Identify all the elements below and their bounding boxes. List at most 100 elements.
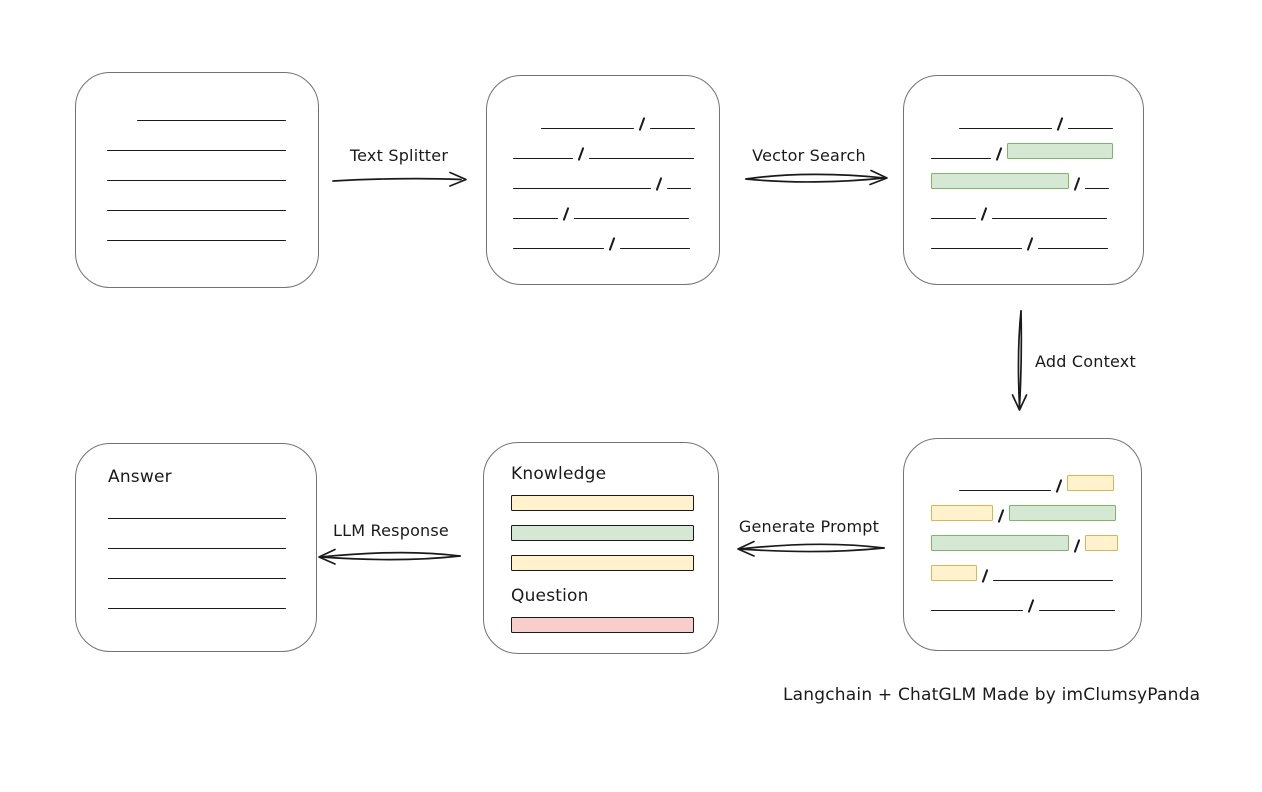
generate-prompt-label: Generate Prompt [738,517,880,536]
text-line [931,218,976,219]
text-line [574,218,689,219]
text-line [108,578,286,579]
prompt-bar-red [511,617,694,633]
prompt-section-label: Knowledge [511,464,607,484]
prompt-bar-green [511,525,694,541]
chunk-chip-yellow [1067,475,1114,491]
matched-text-lines [931,99,1113,251]
text-line [513,248,604,249]
answer-title: Answer [108,467,172,487]
text-line [931,610,1023,611]
text-row [931,99,1113,131]
text-row [513,159,695,191]
text-row [513,189,695,221]
text-row [931,551,1118,583]
text-line [107,180,286,181]
text-line [541,128,634,129]
chunk-chip-green [931,535,1069,551]
spacer [931,128,959,129]
text-line [513,158,573,159]
spacer [107,120,137,121]
node-answer: Answer [75,443,317,652]
prompt-bar-yellow [511,555,694,571]
text-line [667,188,691,189]
source-text-lines [107,91,286,241]
generate-prompt-arrow [737,540,885,557]
text-row [931,581,1118,613]
text-line [107,240,286,241]
text-row [931,129,1113,161]
text-row [931,189,1113,221]
text-row [513,99,695,131]
context-text-lines [931,461,1118,613]
text-line [931,158,991,159]
chunk-chip-yellow [1085,535,1118,551]
text-row [513,129,695,161]
text-line [107,150,286,151]
text-line [1039,610,1115,611]
credit-caption: Langchain + ChatGLM Made by imClumsyPand… [783,685,1201,705]
llm-response-arrow [318,548,461,565]
vector-search-label: Vector Search [752,146,866,165]
text-row [107,91,286,121]
text-line [1068,128,1113,129]
spacer [513,128,541,129]
text-line [137,120,286,121]
node-source-document [75,72,319,288]
chunk-chip-yellow [931,565,977,581]
chunk-chip-yellow [931,505,993,521]
add-context-arrow [1011,310,1028,411]
text-row [107,121,286,151]
text-row [107,211,286,241]
spacer [931,490,959,491]
text-line [993,580,1113,581]
text-line [589,158,694,159]
prompt-section-label: Question [511,586,589,606]
text-line [107,210,286,211]
chunk-chip-green [1007,143,1113,159]
text-line [959,128,1052,129]
text-line [650,128,695,129]
text-line [108,608,286,609]
text-line [931,248,1022,249]
chunk-chip-green [931,173,1069,189]
text-splitter-arrow [332,171,467,187]
text-line [1038,248,1108,249]
prompt-bar-yellow [511,495,694,511]
node-vector-matches [903,75,1144,285]
text-row [107,181,286,211]
split-slash-mark [1026,237,1034,251]
text-splitter-label: Text Splitter [349,146,449,165]
text-line [992,218,1107,219]
text-line [108,548,286,549]
chunk-text-lines [513,99,695,251]
text-line [108,518,286,519]
text-row [931,219,1113,251]
chunk-chip-green [1009,505,1116,521]
text-row [931,159,1113,191]
text-row [931,461,1118,493]
text-line [959,490,1051,491]
split-slash-mark [1027,599,1035,613]
text-row [107,151,286,181]
llm-response-label: LLM Response [333,521,449,540]
text-row [513,219,695,251]
text-row [108,579,286,609]
node-added-context [903,438,1142,651]
node-text-chunks [486,75,720,285]
split-slash-mark [608,237,616,251]
add-context-label: Add Context [1035,352,1136,371]
text-line [620,248,690,249]
text-row [931,521,1118,553]
text-line [513,188,651,189]
text-line [1085,188,1109,189]
text-row [108,549,286,579]
text-line [513,218,558,219]
answer-text-lines [108,489,286,609]
vector-search-arrow [745,169,888,186]
text-row [931,491,1118,523]
text-row [108,519,286,549]
